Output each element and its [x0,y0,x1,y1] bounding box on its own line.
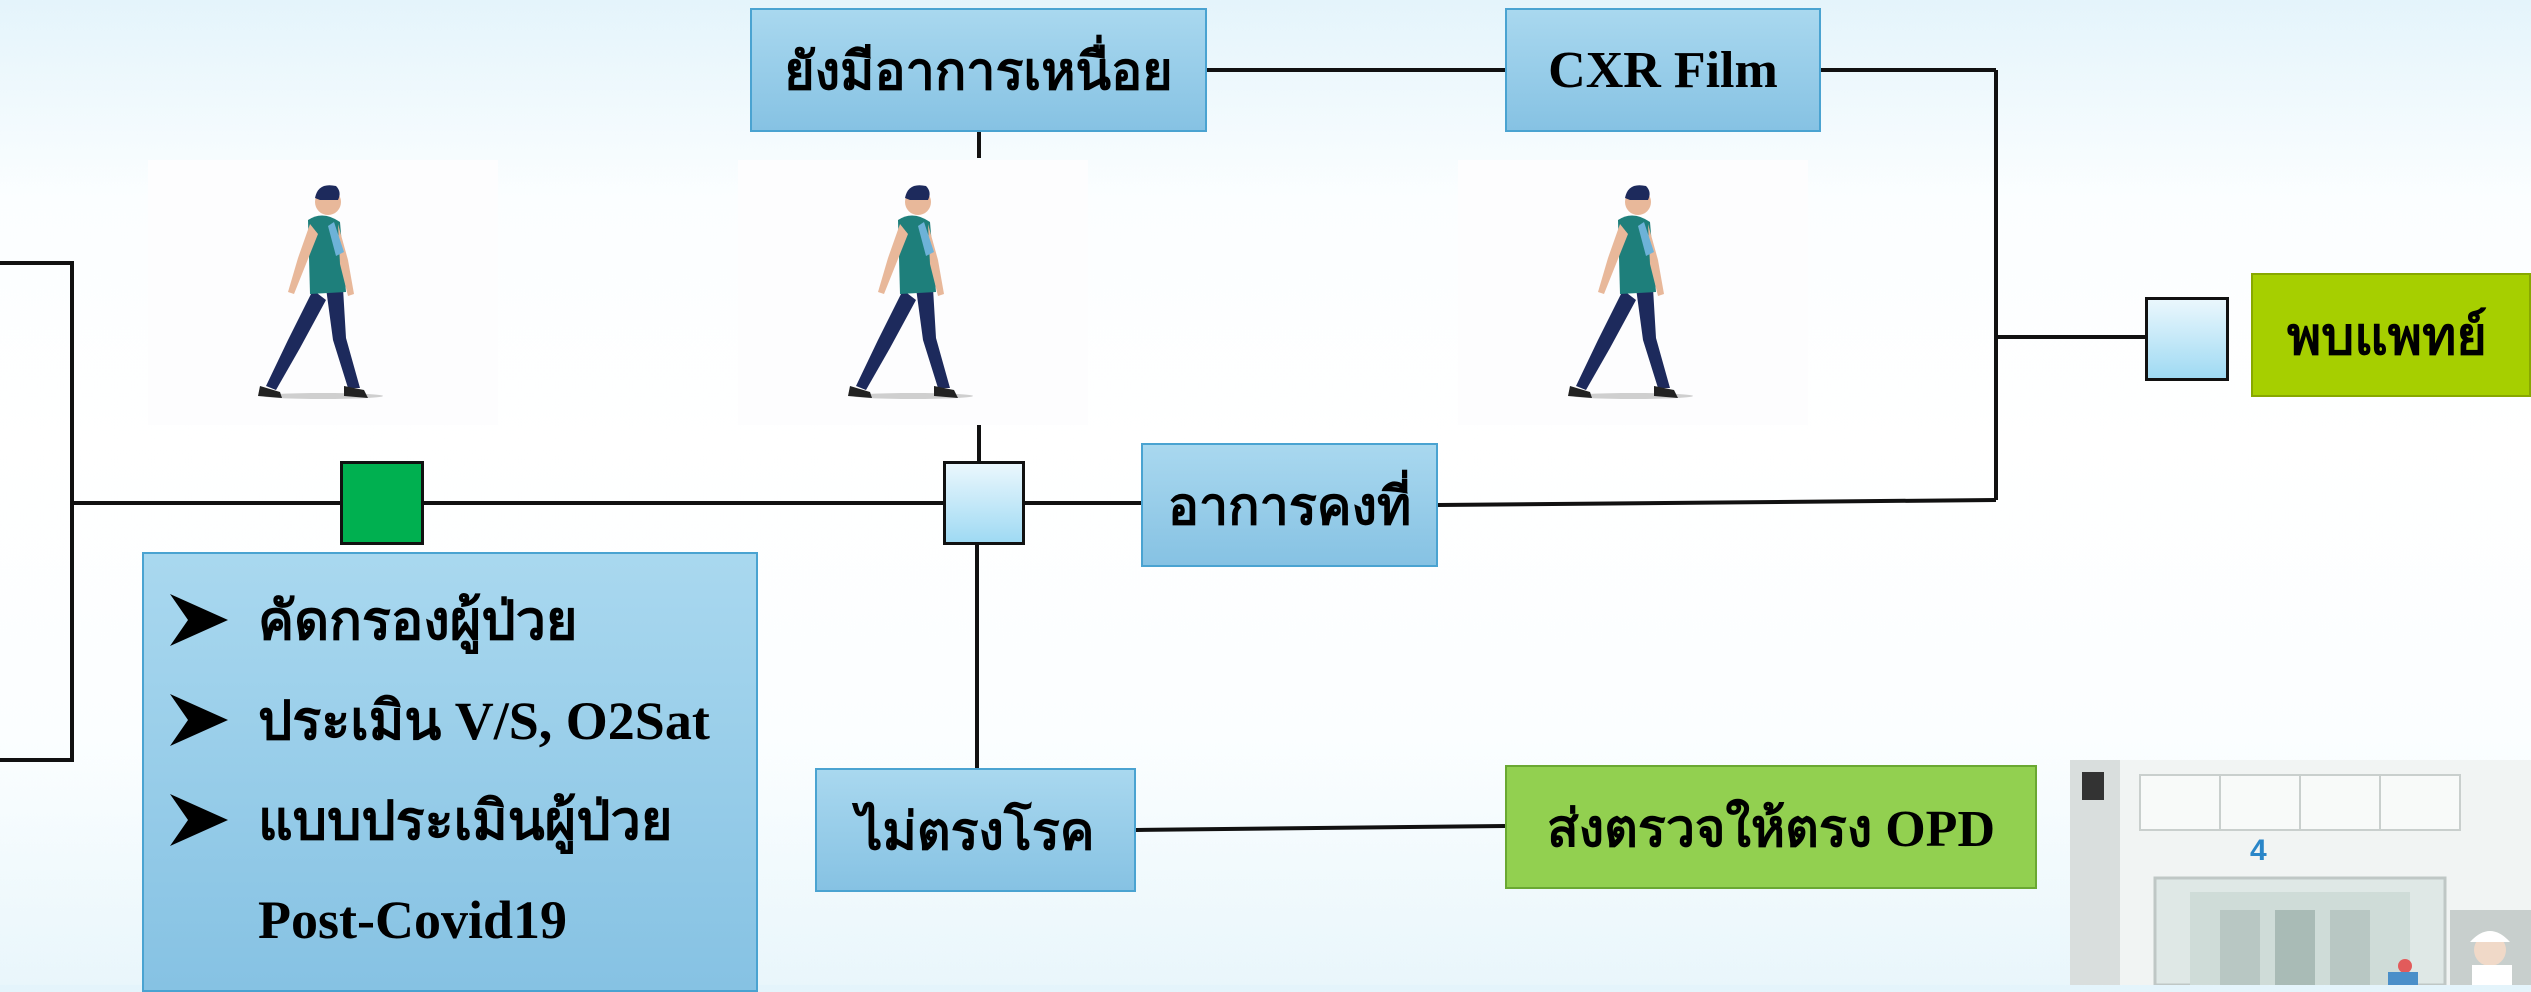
box-not-match-label: ไม่ตรงโรค [856,803,1095,861]
room-number: 4 [2250,834,2267,867]
box-still-tired-label: ยังมีอาการเหนื่อย [784,43,1173,101]
box-cxr-film-label: CXR Film [1548,41,1778,99]
screening-checklist: คัดกรองผู้ป่วย ประเมิน V/S, O2Sat แบบประ… [142,552,758,992]
box-send-opd-label: ส่งตรวจให้ตรง OPD [1546,800,1996,858]
checklist-item-text: Post-Covid19 [258,890,567,950]
checklist-item: คัดกรองผู้ป่วย [166,570,756,670]
checklist-item-text: คัดกรองผู้ป่วย [258,591,578,651]
checklist-item-text: ประเมิน V/S, O2Sat [258,691,710,751]
checklist-item: ประเมิน V/S, O2Sat [166,670,756,770]
box-see-doctor-label: พบแพทย์ [2287,308,2487,366]
arrow-bullet-icon [170,694,228,746]
walking-person-image-2 [738,160,1088,425]
node-junction-right [2145,297,2229,381]
walking-person-image-1 [148,160,498,425]
node-green [340,461,424,545]
box-see-doctor: พบแพทย์ [2251,273,2531,397]
arrow-bullet-icon [170,594,228,646]
box-stable-label: อาการคงที่ [1167,478,1412,536]
checklist-item: แบบประเมินผู้ป่วย [166,770,756,870]
checklist-item-continuation: Post-Covid19 [166,870,756,970]
box-send-opd: ส่งตรวจให้ตรง OPD [1505,765,2037,889]
box-not-match: ไม่ตรงโรค [815,768,1136,892]
node-junction-center [943,461,1025,545]
box-stable: อาการคงที่ [1141,443,1438,567]
hospital-corridor-photo: 4 [2070,760,2531,985]
arrow-bullet-icon [170,794,228,846]
walking-person-image-3 [1458,160,1808,425]
checklist-item-text: แบบประเมินผู้ป่วย [258,791,673,851]
box-still-tired: ยังมีอาการเหนื่อย [750,8,1207,132]
box-cxr-film: CXR Film [1505,8,1821,132]
